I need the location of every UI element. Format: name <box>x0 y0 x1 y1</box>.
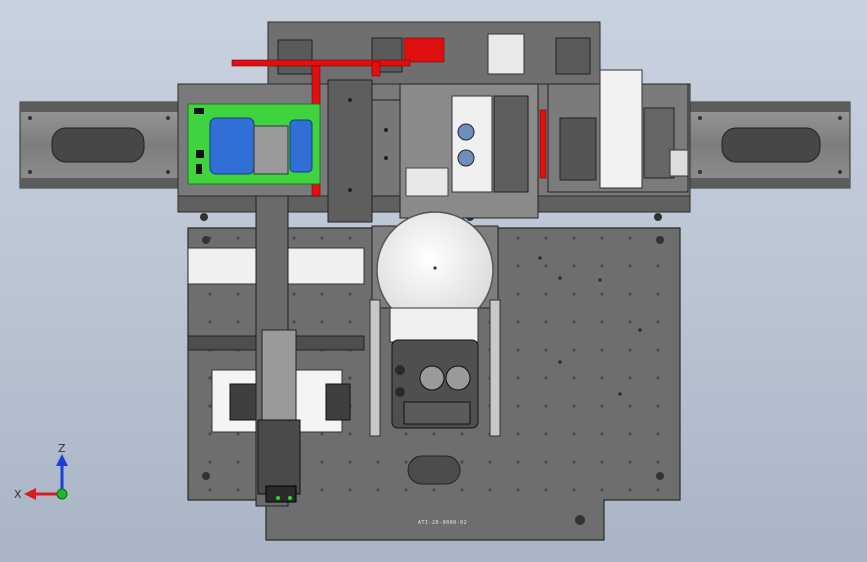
left-slide-assembly <box>187 195 365 507</box>
pcb-board <box>187 103 321 185</box>
right-linear-rail <box>689 101 851 189</box>
z-axis-label: Z <box>58 442 66 455</box>
rotary-table-assembly <box>369 211 501 437</box>
x-axis-label: X <box>14 488 22 501</box>
origin-marker <box>56 488 68 500</box>
coordinate-triad: Z X <box>14 442 68 501</box>
part-number-label: ATI-20-0000-02 <box>418 520 467 526</box>
left-linear-rail <box>19 101 181 189</box>
center-column-block <box>327 79 403 223</box>
x-axis-arrow <box>24 488 62 500</box>
z-axis-arrow <box>56 454 68 494</box>
mounting-holes-right <box>538 256 642 396</box>
gripper-carriage <box>399 83 539 219</box>
right-slide-module <box>547 69 689 193</box>
